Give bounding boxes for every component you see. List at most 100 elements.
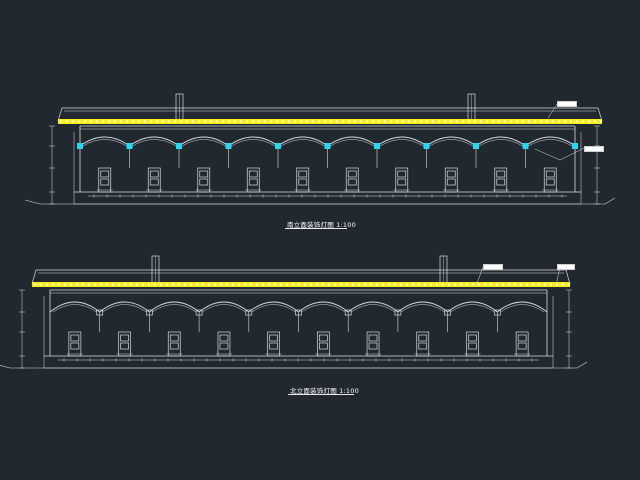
pedestal-panel [368,342,378,350]
eave-light-bulb [57,283,61,286]
eave-light-bulb [233,120,237,123]
site-line-left [24,199,74,205]
eave-light-bulb [281,120,285,123]
pedestal-panel [418,342,428,350]
arch-inner [379,139,424,147]
eave-light-bulb [243,283,247,286]
eave-light-bulb [545,120,549,123]
pier-capital [146,309,153,316]
eave-light-bulb [39,283,43,286]
eave-light-bulb [51,283,55,286]
eave-light-bulb [351,283,355,286]
eave-light-bulb [359,120,363,123]
eave-light-bulb [375,283,379,286]
pedestal-panel [347,170,357,178]
eave-light-bulb [593,120,597,123]
eave-light-bulb [455,120,459,123]
cyan-light-fixture [324,143,331,149]
pedestal-panel [70,334,80,342]
eave-light-bulb [177,283,181,286]
eave-light-bulb [207,283,211,286]
eave-light-bulb [365,120,369,123]
eave-light-bulb [77,120,81,123]
eave-light-bulb [431,120,435,123]
eave-light-bulb [125,120,129,123]
arch [149,301,200,313]
eave-light-bulb [261,283,265,286]
callout-tag [557,101,577,107]
pedestal-panel [219,342,229,350]
pedestal-panel [468,342,477,350]
eave-light-bulb [581,120,585,123]
cyan-light-fixture [77,143,83,149]
eave-light-bulb [395,120,399,123]
pedestal-panel [446,178,456,186]
arch [475,136,526,147]
eave-light-bulb [87,283,91,286]
arch-inner [231,139,276,147]
eave-light-bulb [383,120,387,123]
eave-light-bulb [477,283,481,286]
pier-capital [493,309,501,316]
eave-light-bulb [467,120,471,123]
pedestal-panel [149,178,159,186]
eave-light-bulb [461,120,465,123]
eave-light-bulb [33,283,37,286]
eave-light-bulb [317,120,321,123]
arch [327,136,378,147]
pedestal-panel [100,178,110,186]
eave-light-bulb [129,283,133,286]
eave-light-bulb [387,283,391,286]
cyan-light-fixture [522,143,529,149]
arch-inner [201,304,246,313]
pier-capital [195,309,203,316]
eave-light-bulb [449,120,453,123]
pier-capital [444,309,451,316]
eave-light-bulb [405,283,409,286]
arch-inner [280,139,325,147]
eave-light-bulb [441,283,445,286]
eave-light-bulb [599,120,603,123]
eave-light-bulb [269,120,273,123]
pedestal-panel [199,178,209,186]
eave-light-bulb [315,283,319,286]
eave-light-bulb [485,120,489,123]
eave-light-bulb [287,120,291,123]
eave-light-bulb [149,120,153,123]
pedestal-panel [545,178,555,186]
arch [376,136,427,147]
eave-light-bulb [371,120,375,123]
eave-light-strip [32,282,570,287]
eave-light-bulb [435,283,439,286]
eave-light-bulb [411,283,415,286]
eave-light-bulb [401,120,405,123]
eave-light-bulb [275,120,279,123]
eave-light-bulb [521,120,525,123]
eave-light-bulb [237,283,241,286]
arch [497,301,548,313]
arch-inner [102,304,147,313]
eave-light-bulb [299,120,303,123]
eave-light-bulb [215,120,219,123]
pedestal-panel [496,178,506,186]
eave-light-bulb [183,283,187,286]
eave-light-bulb [75,283,79,286]
eave-light-bulb [69,283,73,286]
eave-light-bulb [339,283,343,286]
arch [426,136,477,147]
eave-light-bulb [221,120,225,123]
pedestal-panel [418,334,428,342]
eave-light-bulb [305,120,309,123]
arch-inner [181,139,226,147]
eave-light-bulb [239,120,243,123]
eave-light-bulb [377,120,381,123]
cyan-light-fixture [374,143,380,149]
eave-light-bulb [71,120,75,123]
arch-inner [500,304,545,313]
eave-light-bulb [245,120,249,123]
eave-light-bulb [89,120,93,123]
eave-light-bulb [99,283,103,286]
eave-light-bulb [561,283,565,286]
eave-light-bulb [101,120,105,123]
eave-light-bulb [93,283,97,286]
